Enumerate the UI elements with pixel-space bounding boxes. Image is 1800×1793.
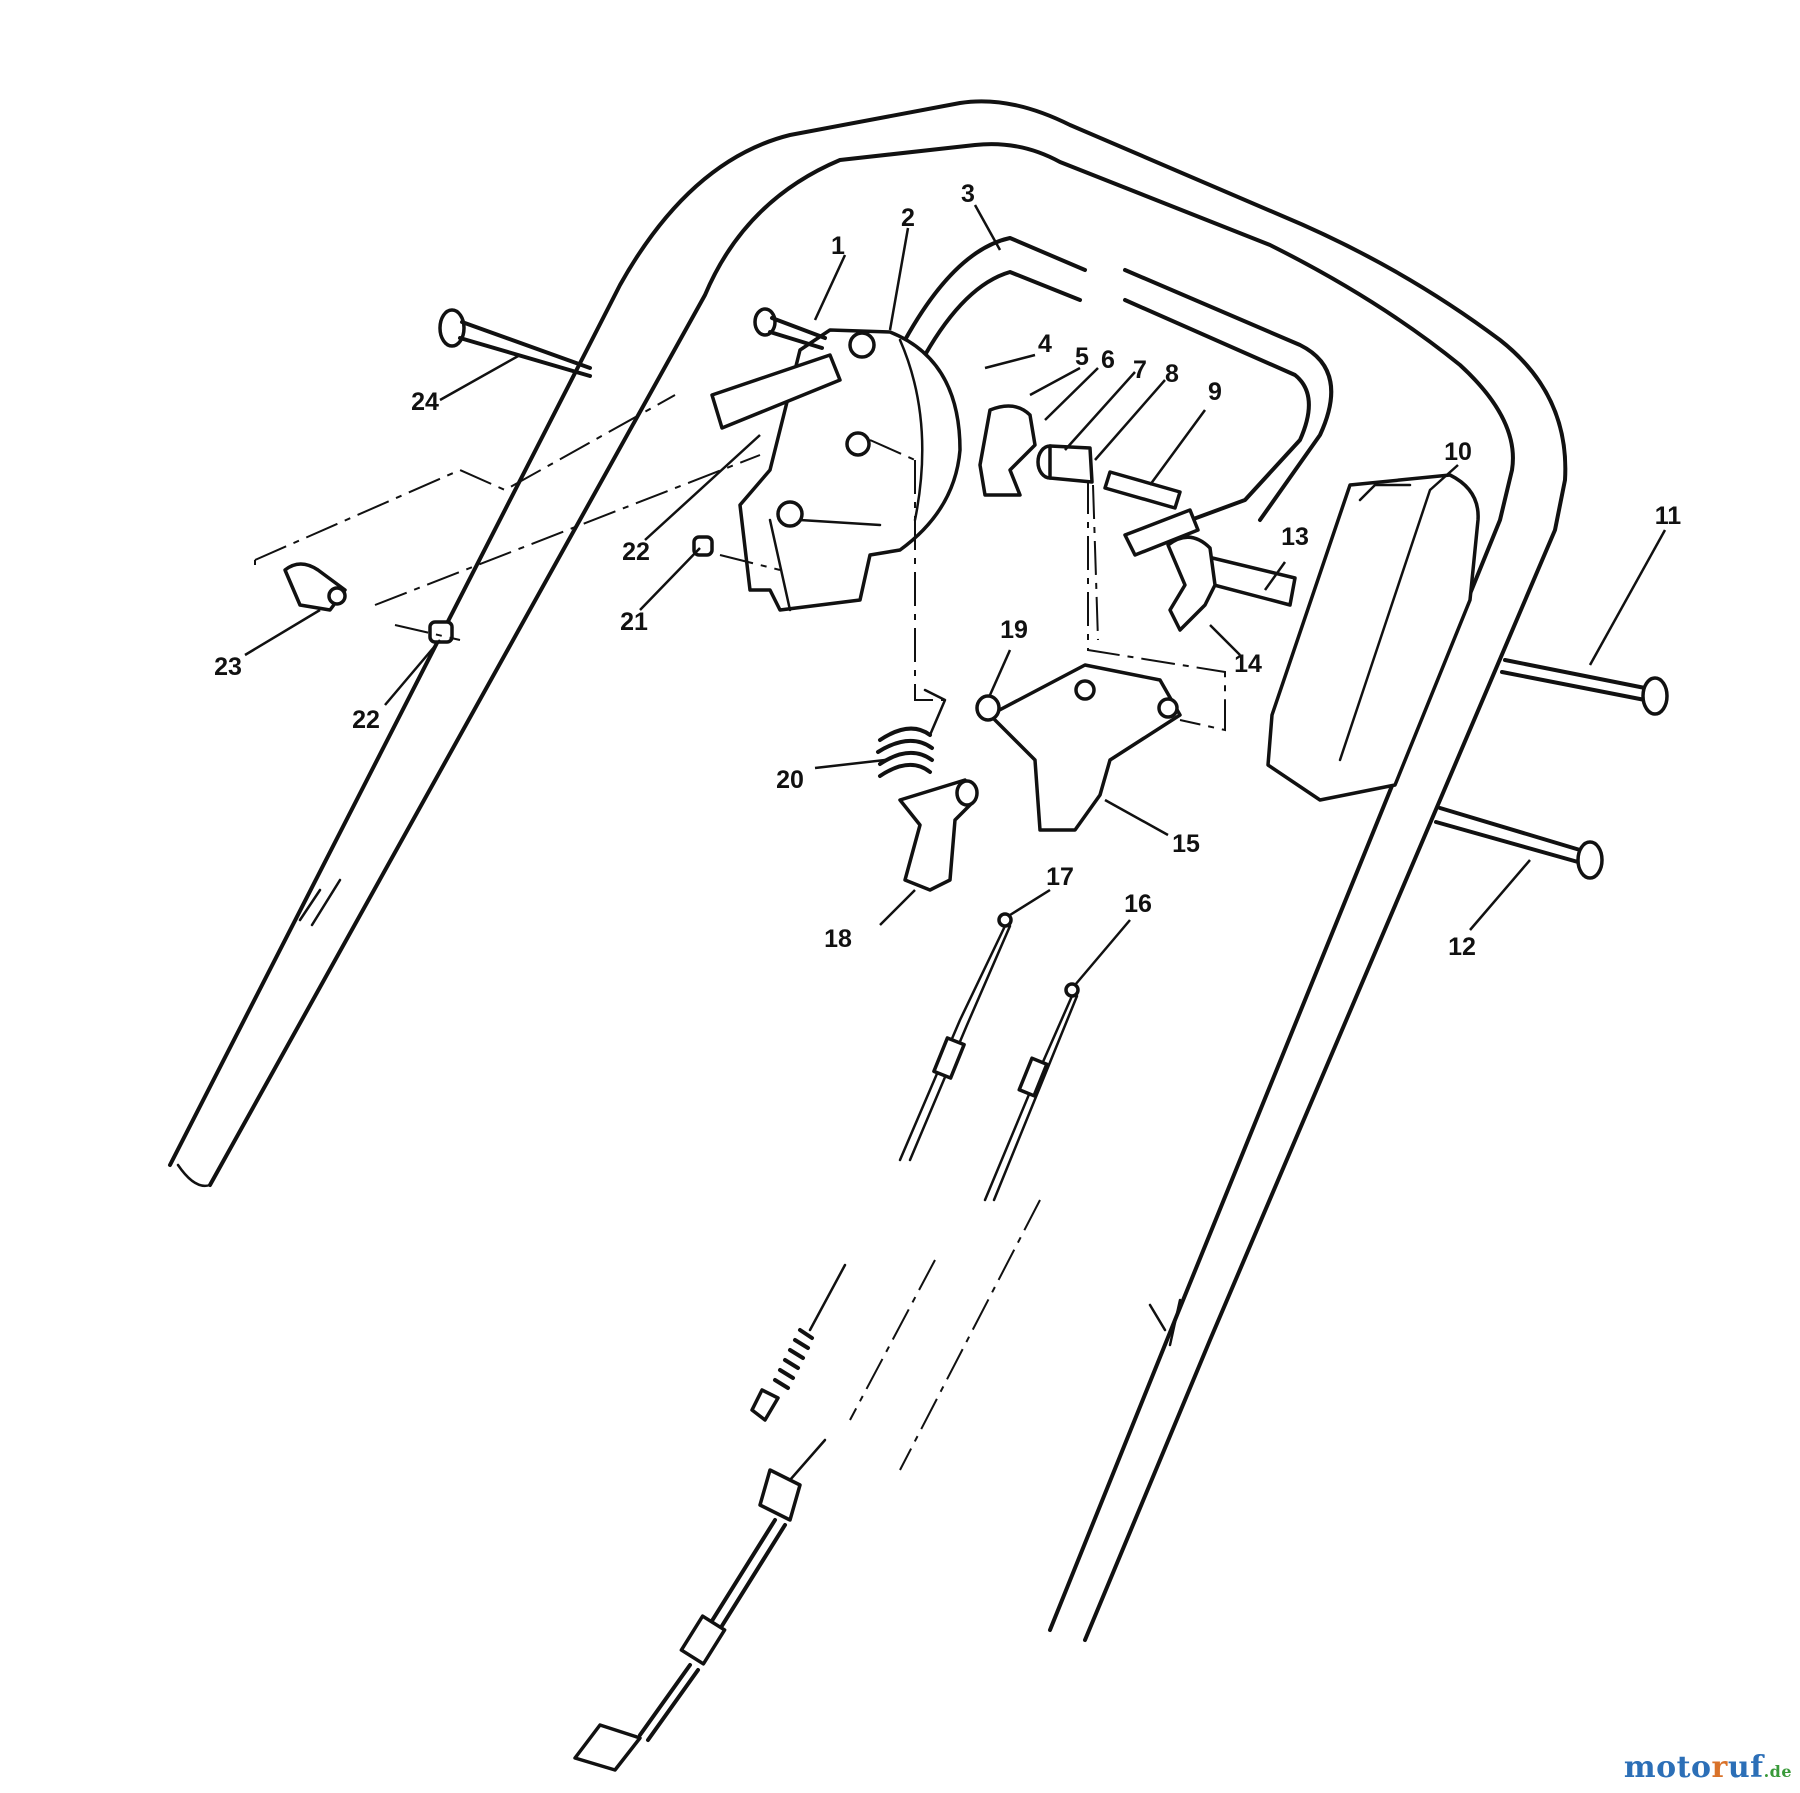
label-part-22-lower: 22 bbox=[352, 706, 380, 734]
label-part-17: 17 bbox=[1046, 863, 1074, 891]
label-part-24: 24 bbox=[411, 388, 439, 416]
assembly-lines bbox=[254, 394, 1226, 1471]
bushing-23 bbox=[283, 562, 347, 612]
part-labels: 1 2 3 4 5 6 7 8 9 10 11 12 13 14 15 16 1… bbox=[214, 180, 1681, 961]
watermark-part-2: r bbox=[1711, 1750, 1728, 1785]
label-part-19: 19 bbox=[1000, 616, 1028, 644]
cam-6 bbox=[978, 404, 1037, 497]
lever-14 bbox=[1166, 535, 1217, 632]
cable-spring-end bbox=[750, 1263, 847, 1422]
label-part-8: 8 bbox=[1165, 360, 1179, 388]
label-part-6: 6 bbox=[1101, 346, 1115, 374]
cable-16 bbox=[983, 982, 1080, 1202]
label-part-20: 20 bbox=[776, 766, 804, 794]
watermark-part-4: .de bbox=[1763, 1762, 1792, 1781]
lever-18 bbox=[898, 778, 979, 892]
label-part-14: 14 bbox=[1234, 650, 1262, 678]
label-part-21: 21 bbox=[620, 608, 648, 636]
label-part-13: 13 bbox=[1281, 523, 1309, 551]
bolt-24 bbox=[438, 308, 592, 378]
label-part-23: 23 bbox=[214, 653, 242, 681]
label-part-16: 16 bbox=[1124, 890, 1152, 918]
nut-22-lower bbox=[428, 620, 454, 644]
control-bail-3 bbox=[903, 236, 1334, 537]
cover-10 bbox=[1266, 473, 1480, 802]
label-part-3: 3 bbox=[961, 180, 975, 208]
label-part-5: 5 bbox=[1075, 343, 1089, 371]
label-part-11: 11 bbox=[1655, 502, 1682, 530]
label-part-1: 1 bbox=[831, 232, 845, 260]
watermark-part-3: uf bbox=[1727, 1750, 1764, 1785]
label-part-12: 12 bbox=[1448, 933, 1476, 961]
label-part-2: 2 bbox=[901, 204, 915, 232]
label-part-15: 15 bbox=[1172, 830, 1200, 858]
bolt-1 bbox=[753, 307, 827, 350]
label-part-10: 10 bbox=[1444, 438, 1472, 466]
label-part-7: 7 bbox=[1133, 356, 1147, 384]
handle-frame bbox=[168, 99, 1568, 1642]
cable-17 bbox=[898, 912, 1013, 1162]
spacer-7 bbox=[1036, 444, 1094, 484]
watermark-part-1: moto bbox=[1623, 1750, 1712, 1785]
washer-19 bbox=[975, 694, 1001, 722]
spring-20 bbox=[876, 688, 947, 778]
pin-9 bbox=[1103, 470, 1182, 510]
bolt-12 bbox=[1434, 806, 1604, 880]
bolt-11 bbox=[1500, 658, 1669, 716]
link-plate bbox=[1123, 508, 1200, 557]
label-part-9: 9 bbox=[1208, 378, 1222, 406]
cable-fitting bbox=[573, 1438, 827, 1772]
label-part-18: 18 bbox=[824, 925, 852, 953]
lever-arm bbox=[710, 353, 842, 430]
callout-lines bbox=[244, 204, 1667, 986]
label-part-4: 4 bbox=[1038, 330, 1052, 358]
label-part-22-upper: 22 bbox=[622, 538, 650, 566]
control-housing-2 bbox=[738, 328, 962, 612]
bracket-15 bbox=[988, 663, 1182, 832]
watermark-logo: motoruf.de bbox=[1624, 1750, 1792, 1785]
